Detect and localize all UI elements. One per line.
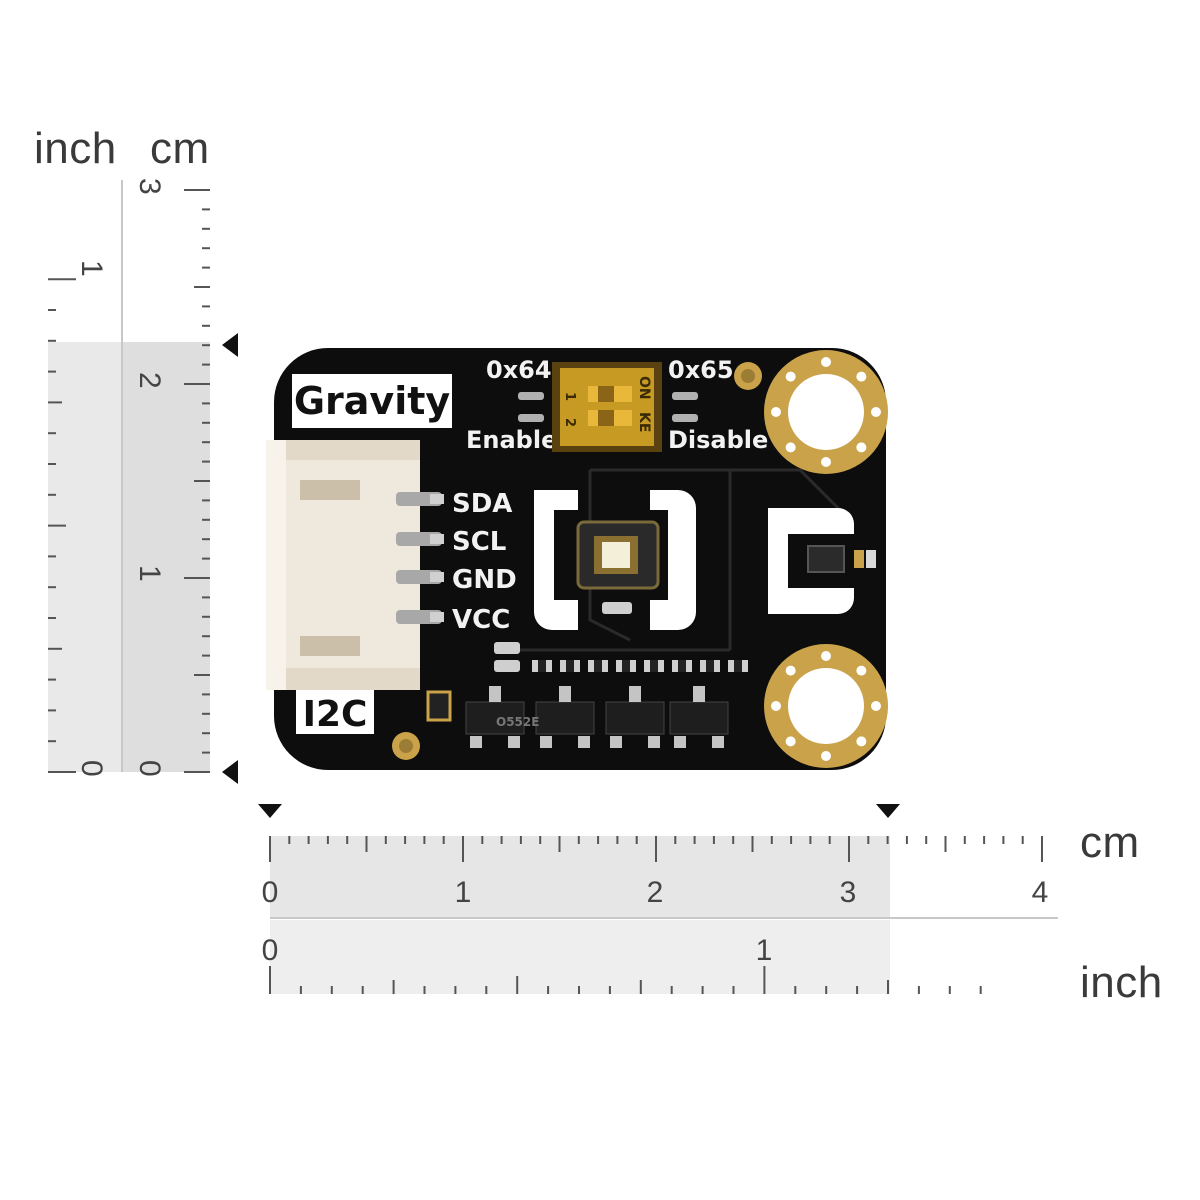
- v-inch-label-0: 0: [75, 760, 108, 777]
- brand-label: Gravity: [294, 379, 451, 423]
- v-inch-label-1: 1: [75, 260, 108, 277]
- v-cm-label-2: 2: [133, 372, 166, 389]
- vertical-cm-unit: cm: [150, 124, 210, 173]
- top-arrow-icon: [222, 333, 238, 357]
- svg-text:KE: KE: [636, 412, 652, 432]
- small-ic: [807, 545, 845, 573]
- vertical-ruler: 3 2 1 0 1 0: [48, 178, 238, 784]
- svg-text:ON: ON: [636, 376, 652, 400]
- v-cm-label-0: 0: [133, 760, 166, 777]
- horizontal-ruler: 0 1 2 3 4 0 1: [258, 804, 1058, 994]
- bottom-arrow-icon: [222, 760, 238, 784]
- mounting-hole-top: [764, 350, 888, 474]
- vertical-inch-unit: inch: [34, 124, 117, 173]
- pin-label-vcc: VCC: [452, 605, 510, 635]
- jst-connector: [266, 440, 444, 690]
- interface-label: I2C: [303, 694, 368, 735]
- h-inch-label-1: 1: [756, 934, 773, 967]
- enable-label: Enable: [466, 426, 557, 454]
- horizontal-cm-unit: cm: [1080, 818, 1140, 867]
- dip-switch: ON KE 1 2: [552, 362, 662, 452]
- ic-marking: O552E: [496, 715, 539, 729]
- h-cm-label-3: 3: [840, 876, 857, 909]
- h-cm-label-0: 0: [262, 876, 279, 909]
- pin-label-scl: SCL: [452, 527, 506, 557]
- h-cm-label-1: 1: [455, 876, 472, 909]
- right-arrow-icon: [876, 804, 900, 818]
- horizontal-inch-unit: inch: [1080, 958, 1163, 1007]
- mounting-hole-bottom: [764, 644, 888, 768]
- pin-label-gnd: GND: [452, 565, 517, 595]
- sensor-chip: [576, 520, 660, 614]
- v-cm-label-1: 1: [133, 565, 166, 582]
- h-inch-label-0: 0: [262, 934, 279, 967]
- left-arrow-icon: [258, 804, 282, 818]
- i2c-label-box: [296, 690, 374, 734]
- h-cm-label-2: 2: [647, 876, 664, 909]
- sensor-board: Gravity I2C SDA SCL GND VCC 0x64 0x65 En…: [266, 348, 888, 770]
- pin-label-sda: SDA: [452, 489, 512, 519]
- gravity-label-box: [292, 374, 452, 428]
- svg-text:2: 2: [562, 418, 577, 427]
- addr-right-label: 0x65: [668, 356, 734, 384]
- v-cm-label-3: 3: [133, 178, 166, 195]
- h-cm-label-4: 4: [1032, 876, 1049, 909]
- disable-label: Disable: [668, 426, 768, 454]
- svg-text:1: 1: [562, 392, 577, 401]
- addr-left-label: 0x64: [486, 356, 552, 384]
- sensor-isolation-brackets: [534, 490, 854, 630]
